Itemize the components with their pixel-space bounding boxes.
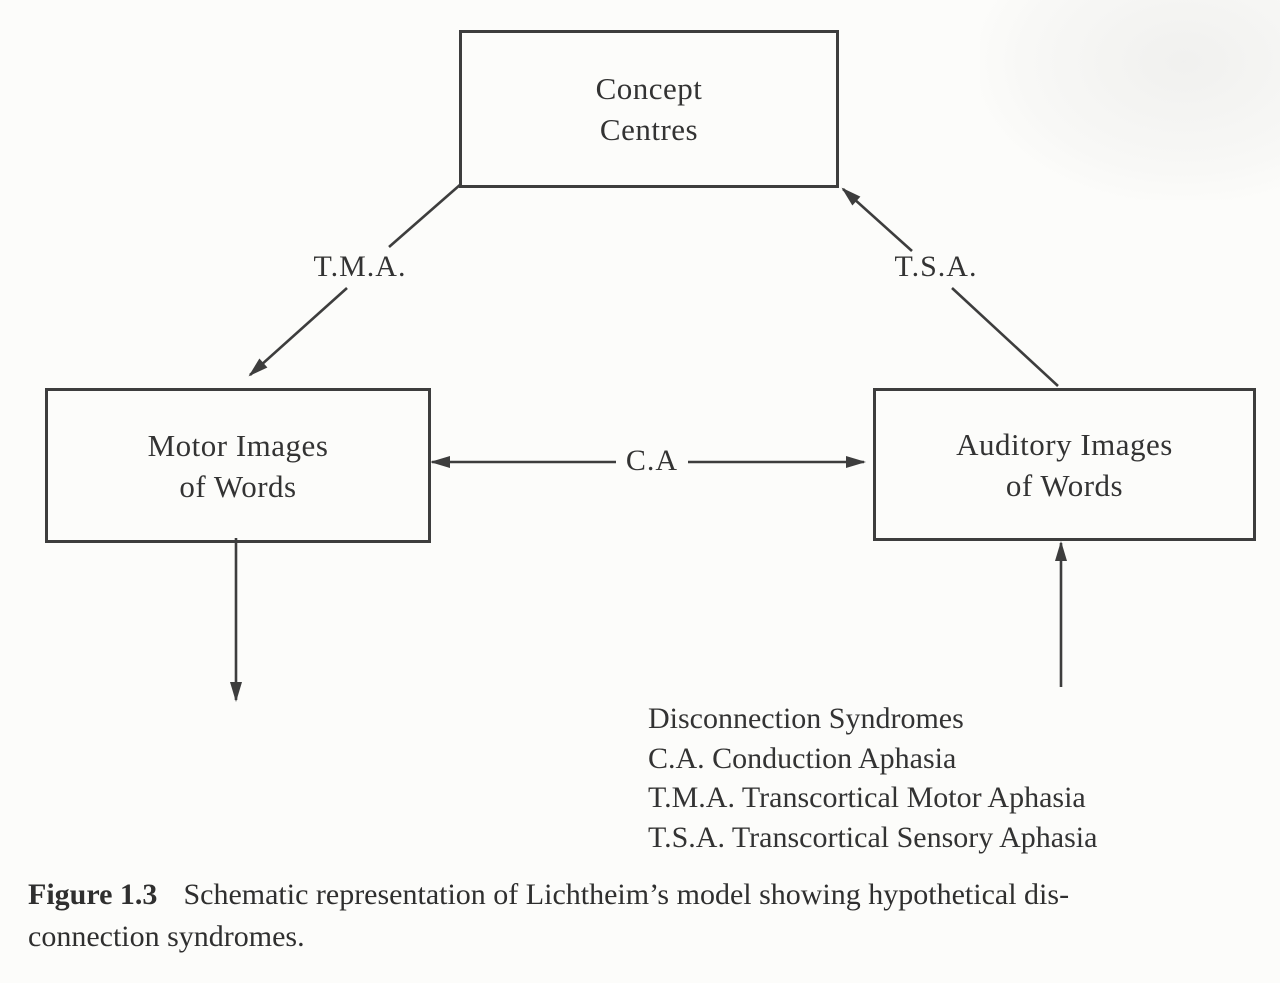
legend-item-ca: C.A. Conduction Aphasia — [648, 741, 957, 775]
legend-title: Disconnection Syndromes — [648, 702, 964, 735]
auditory-images-node: Auditory Images of Words — [873, 388, 1256, 541]
figure-caption: Figure 1.3 Schematic representation of Li… — [28, 874, 1263, 958]
tsa-arrow-upper-segment — [841, 187, 913, 252]
figure-caption-line2: connection syndromes. — [28, 920, 305, 953]
legend-item-tsa: T.S.A. Transcortical Sensory Aphasia — [648, 820, 1098, 854]
concept-centres-label-line2: Centres — [599, 112, 699, 147]
tma-arrow-lower-segment — [248, 287, 348, 377]
ca-edge-label: C.A — [625, 444, 679, 477]
legend: Disconnection Syndromes C.A. Conduction … — [648, 699, 1097, 857]
tma-edge-label: T.M.A. — [313, 250, 407, 283]
scan-noise-artifact — [980, 0, 1280, 200]
figure-number: Figure 1.3 — [28, 878, 158, 911]
motor-images-node: Motor Images of Words — [45, 388, 431, 543]
concept-centres-node: Concept Centres — [459, 30, 839, 188]
tsa-arrow-lower-segment — [951, 287, 1059, 387]
figure-caption-line1: Figure 1.3 Schematic representation of Li… — [28, 874, 1263, 916]
concept-centres-label-line1: Concept — [595, 71, 703, 106]
tsa-edge-label: T.S.A. — [894, 250, 978, 283]
tma-arrow-upper-segment — [388, 183, 462, 248]
motor-images-label-line2: of Words — [179, 468, 297, 504]
motor-images-label-line1: Motor Images — [147, 427, 329, 463]
auditory-images-label-line1: Auditory Images — [956, 426, 1173, 462]
legend-item-tma: T.M.A. Transcortical Motor Aphasia — [648, 781, 1086, 814]
auditory-images-label-line2: of Words — [1005, 467, 1124, 503]
figure-caption-text1: Schematic representation of Lichtheim’s … — [183, 878, 1070, 911]
